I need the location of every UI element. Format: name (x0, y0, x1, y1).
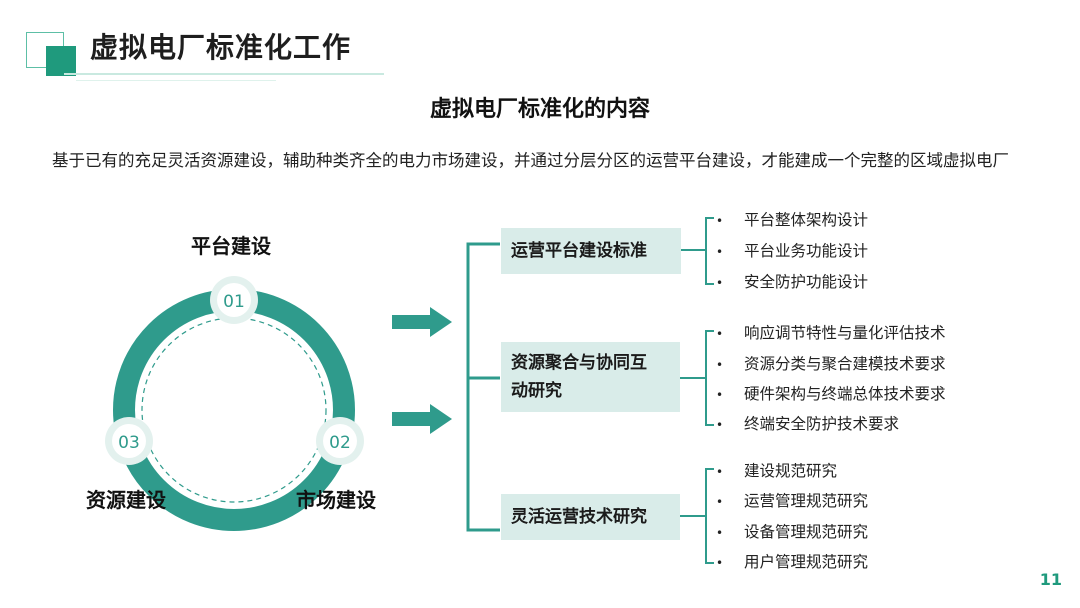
header-underline-light (76, 80, 276, 81)
header-underline (64, 73, 384, 75)
node-number: 01 (223, 292, 245, 312)
list-item: •安全防护功能设计 (716, 273, 869, 291)
cycle-node-02: 02 (316, 417, 364, 465)
page-number: 11 (1039, 570, 1062, 589)
bullet-icon: • (716, 357, 724, 372)
list-item: •硬件架构与终端总体技术要求 (716, 385, 946, 403)
bullet-icon: • (716, 387, 724, 402)
item-bracket-3 (705, 468, 714, 564)
cycle-label-platform: 平台建设 (191, 234, 271, 258)
bullet-icon: • (716, 464, 724, 479)
main-bracket (466, 242, 500, 532)
list-item: •用户管理规范研究 (716, 553, 869, 571)
list-item: •终端安全防护技术要求 (716, 415, 900, 433)
node-number: 02 (329, 433, 351, 453)
cycle-node-03: 03 (105, 417, 153, 465)
list-item: •平台业务功能设计 (716, 242, 869, 260)
category-box-platform: 运营平台建设标准 (501, 228, 681, 274)
bullet-icon: • (716, 244, 724, 259)
list-item: •平台整体架构设计 (716, 211, 869, 229)
list-item: •建设规范研究 (716, 462, 838, 480)
bullet-icon: • (716, 525, 724, 540)
header-decoration-square (46, 46, 76, 76)
arrow-right-icon-2 (392, 404, 452, 434)
page-title: 虚拟电厂标准化工作 (90, 31, 352, 64)
arrow-right-icon-1 (392, 307, 452, 337)
bullet-icon: • (716, 326, 724, 341)
bullet-icon: • (716, 494, 724, 509)
category-label: 资源聚合与协同互动研究 (511, 353, 647, 401)
cycle-label-market: 市场建设 (296, 488, 376, 512)
list-item: •资源分类与聚合建模技术要求 (716, 355, 946, 373)
node-number: 03 (118, 433, 140, 453)
node-circle (323, 424, 357, 458)
bullet-icon: • (716, 213, 724, 228)
cycle-node-01: 01 (210, 276, 258, 324)
cycle-label-resource: 资源建设 (86, 488, 166, 512)
intro-paragraph: 基于已有的充足灵活资源建设，辅助种类齐全的电力市场建设，并通过分层分区的运营平台… (52, 151, 1009, 170)
node-circle (112, 424, 146, 458)
list-item: •设备管理规范研究 (716, 523, 869, 541)
cycle-inner-dashed-ring (141, 317, 327, 503)
category-label: 运营平台建设标准 (511, 241, 647, 261)
bullet-icon: • (716, 555, 724, 570)
item-bracket-1 (705, 217, 714, 285)
category-box-operation: 灵活运营技术研究 (501, 494, 680, 540)
bullet-icon: • (716, 417, 724, 432)
section-title: 虚拟电厂标准化的内容 (429, 97, 650, 122)
list-item: •运营管理规范研究 (716, 492, 869, 510)
bullet-icon: • (716, 275, 724, 290)
item-bracket-2 (705, 330, 714, 426)
category-label: 灵活运营技术研究 (511, 507, 647, 527)
node-circle (217, 283, 251, 317)
list-item: •响应调节特性与量化评估技术 (716, 324, 946, 342)
category-box-resource: 资源聚合与协同互动研究 (501, 342, 680, 412)
